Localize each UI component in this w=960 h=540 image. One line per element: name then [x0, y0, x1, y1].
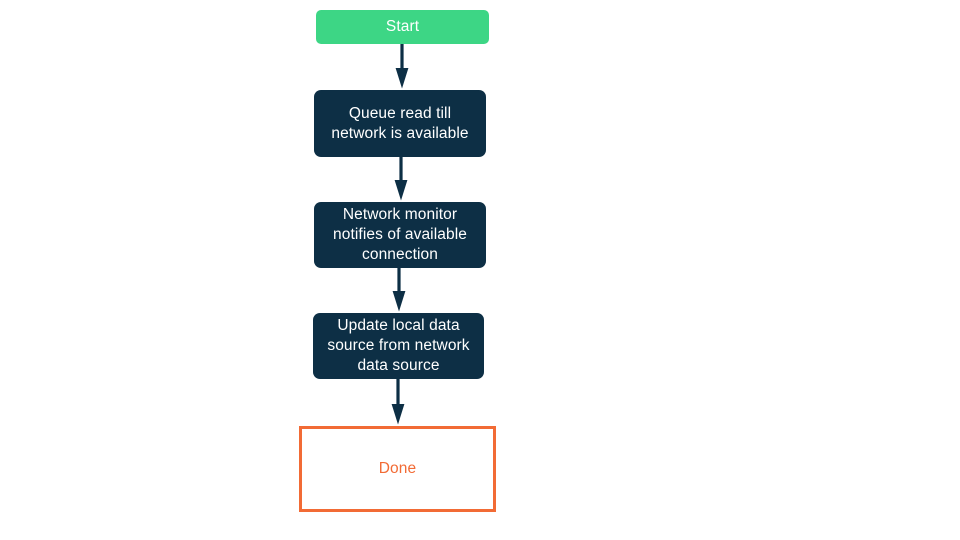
flow-arrow-network-monitor-to-update-local — [392, 268, 406, 312]
flow-node-update-local[interactable]: Update local data source from network da… — [313, 313, 484, 379]
flow-node-done-label: Done — [378, 460, 417, 478]
flow-node-network-monitor-label: Network monitor notifies of available co… — [333, 206, 467, 263]
flow-arrow-update-local-to-done — [391, 379, 405, 425]
flow-node-start-label: Start — [385, 18, 420, 36]
flow-node-start[interactable]: Start — [316, 10, 489, 44]
flow-node-network-monitor[interactable]: Network monitor notifies of available co… — [314, 202, 486, 268]
flow-arrow-start-to-queue-read — [395, 44, 409, 89]
flow-node-queue-read[interactable]: Queue read till network is available — [314, 90, 486, 157]
flow-node-queue-read-label: Queue read till network is available — [331, 104, 469, 142]
flow-arrow-queue-read-to-network-monitor — [394, 157, 408, 201]
flow-node-done[interactable]: Done — [299, 426, 496, 512]
flow-node-update-local-label: Update local data source from network da… — [327, 317, 470, 374]
